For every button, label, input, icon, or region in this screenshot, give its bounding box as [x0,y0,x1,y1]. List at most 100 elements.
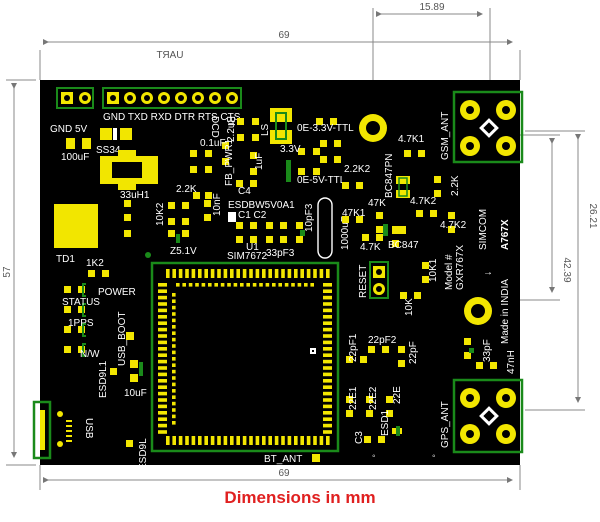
module-pad [323,372,332,377]
module-pad [249,436,253,445]
module-pad [294,269,298,278]
ind-47nh-label: 47nH [506,350,517,374]
pad-td1 [54,204,98,248]
module-pad [220,283,225,287]
esd-part [228,212,236,222]
dim-antenna-offset: 15.89 [419,2,444,13]
model-label: Model # [444,254,455,290]
cap-2-2uf-label: 2.2uF [226,116,237,142]
res-47k-label: 47K [368,198,386,209]
module-pad [323,295,332,300]
module-pad [198,269,202,278]
module-pad [255,269,260,278]
module-pad [326,269,330,278]
module-pad [158,289,167,293]
esd9l-label: ESD9L [138,438,149,470]
dim-gps-spacing: 26.21 [587,203,598,228]
module-pad [306,269,311,278]
bc847pn-outline [398,177,408,197]
module-pad [291,283,295,287]
diode-ss34 [100,128,132,140]
module-pad [191,269,196,278]
gps-ant-label: GPS_ANT [440,401,451,448]
module-pad [172,421,176,425]
gsm-antenna-connector [452,90,524,164]
module-pad [158,347,167,351]
res-4-7k-label: 4.7K [360,242,381,253]
module-pad [323,289,332,293]
made-in-india-label: Made in INDIA [500,279,511,344]
module-pad [242,436,247,445]
ri-label: RI [225,116,236,126]
module-pad [255,436,260,445]
module-pad [172,299,176,303]
module-pad [319,436,324,445]
cap-c1-c2-label: C1 C2 [238,210,267,221]
res-4-7k1-top-label: 4.7K1 [398,134,425,145]
module-pad [281,436,285,445]
v33-label: 3.3V [280,144,301,155]
module-pad [158,283,167,287]
module-pad [204,269,208,278]
zener-mark [176,234,180,243]
module-pad [172,369,176,374]
module-pad [158,321,167,325]
module-pad [252,283,257,287]
module-outline [150,261,340,453]
res-10k-label: 10K [404,298,415,316]
module-pad [323,359,332,364]
module-pad [172,376,176,380]
module-pad [185,269,189,278]
module-pad [313,269,317,278]
module-pad [281,269,285,278]
module-pad [272,283,276,287]
cap-c3-label: C3 [354,431,365,444]
module-pad [158,295,167,300]
diode-ss34-label: SS34 [96,145,121,156]
module-pad [158,366,167,370]
module-pad [158,385,167,389]
module-pad [233,283,238,287]
module-pad [158,417,167,421]
module-pad [249,269,253,278]
pcb-board [40,80,520,465]
td1-label: TD1 [56,254,75,265]
cap-1uf-label: 1uF [254,153,265,170]
module-pad [274,436,279,445]
reset-header [369,261,389,299]
module-pad [158,430,167,434]
module-pad [178,436,183,445]
module-pad [268,436,272,445]
module-pad [323,379,332,383]
module-pad [319,269,324,278]
module-pad [300,436,304,445]
module-pad [223,269,228,278]
reset-resistors [400,262,429,299]
module-pad [284,283,289,287]
module-pad [323,321,332,325]
module-pad [287,269,292,278]
esd-label: ESDBW5V0A1 [228,200,295,211]
module-pad [287,436,292,445]
module-pad [172,363,176,367]
module-pad [278,283,282,287]
brand-a767x: A767X [500,219,511,250]
module-pad [323,334,332,338]
module-pad [158,372,167,377]
power-led-label: POWER [98,287,136,298]
inductor-33uh [100,150,158,190]
fiducial-2: ◦ [432,451,436,462]
passives-right-upper [320,140,455,247]
res-10k2-label: 10K2 [155,202,166,226]
cap-22pf1-label: 22pF1 [348,333,359,362]
module-pad [172,382,176,387]
module-pad [158,353,167,357]
res-22e1-label: 22E1 [348,386,359,410]
module-pad [158,308,167,313]
module-pad [294,436,298,445]
module-pad [188,283,193,287]
module-pad [323,308,332,313]
module-pad [323,430,332,434]
module-pad [323,411,332,415]
led-brackets [82,283,86,357]
